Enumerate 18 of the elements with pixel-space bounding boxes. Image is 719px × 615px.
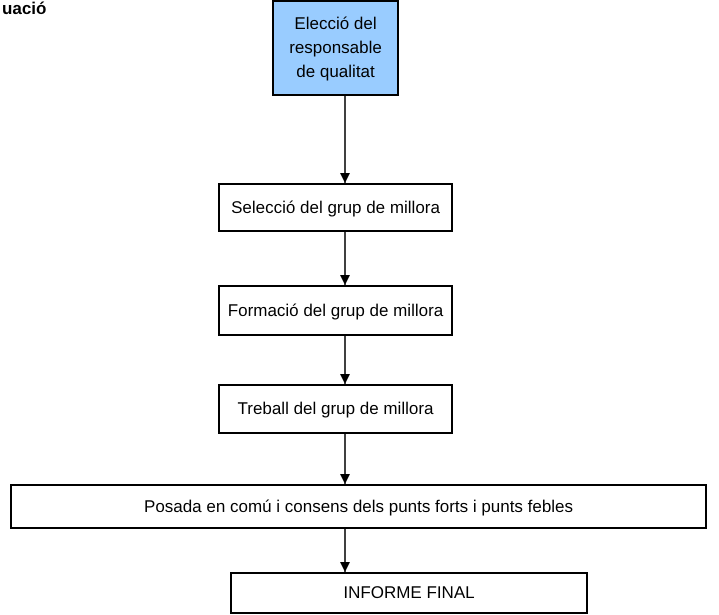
- process-box: [272, 0, 399, 96]
- process-box: [218, 285, 453, 336]
- box-text: Formació del grup de millora: [226, 300, 444, 322]
- box-text: Selecció del grup de millora: [230, 196, 441, 219]
- box-text: INFORME FINAL: [342, 582, 476, 604]
- process-box: [218, 384, 453, 434]
- box-text: Elecció del responsable de qualitat: [288, 13, 383, 83]
- box-text: Treball del grup de millora: [236, 398, 434, 420]
- arrow: [340, 232, 350, 285]
- arrow: [340, 336, 350, 384]
- process-box: [218, 183, 453, 232]
- process-box: [230, 572, 588, 614]
- arrow: [340, 529, 350, 572]
- box-text: Posada en comú i consens dels punts forts i punts febles: [142, 496, 574, 518]
- process-box: [10, 484, 707, 529]
- arrow: [340, 434, 350, 484]
- arrow: [340, 96, 350, 183]
- heading-fragment: uació: [2, 0, 46, 19]
